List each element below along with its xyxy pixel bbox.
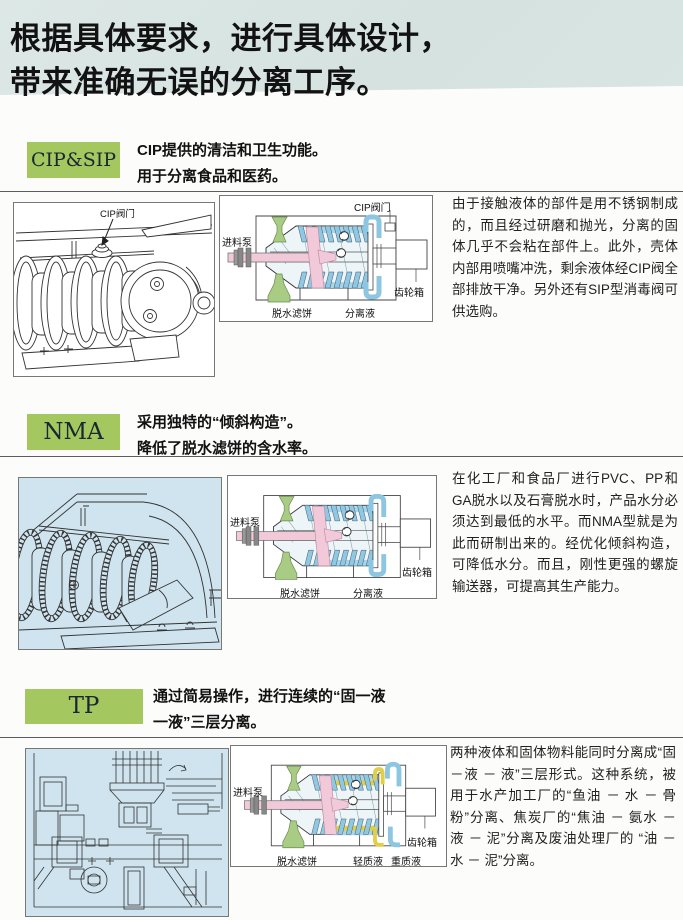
schematic-label-feed: 进料泵 bbox=[233, 788, 263, 799]
schematic-label-cip: CIP阀门 bbox=[354, 203, 391, 214]
machine-drawing-cipsip: CIP阀门 bbox=[13, 202, 215, 377]
schematic-nma: 进料泵 齿轮箱 脱水滤饼 分离液 bbox=[227, 475, 437, 600]
section-paragraph-cipsip: 由于接触液体的部件是用不锈钢制成的，而且经过研磨和抛光，分离的固体几乎不会粘在部… bbox=[452, 196, 678, 319]
section-divider bbox=[0, 191, 683, 192]
schematic-label-cake: 脱水滤饼 bbox=[277, 857, 317, 868]
schematic-cipsip: 进料泵 CIP阀门 齿轮箱 脱水滤饼 分离液 bbox=[219, 195, 433, 322]
machine-drawing-nma bbox=[18, 477, 222, 650]
schematic-label-gearbox: 齿轮箱 bbox=[394, 288, 424, 299]
schematic-label-feed: 进料泵 bbox=[230, 518, 260, 529]
schematic-label-heavy: 重质液 bbox=[391, 857, 421, 868]
machine-drawing-svg bbox=[14, 214, 214, 370]
desc-line: 用于分离食品和医药。 bbox=[137, 168, 288, 185]
machine-drawing-tp bbox=[25, 748, 229, 917]
desc-line: CIP提供的清洁和卫生功能。 bbox=[137, 142, 328, 159]
section-label-cipsip: CIP&SIP bbox=[27, 142, 120, 178]
section-label-nma: NMA bbox=[27, 414, 120, 450]
schematic-label-light: 轻质液 bbox=[353, 857, 383, 868]
section-desc-nma: 采用独特的“倾斜构造”。 降低了脱水滤饼的含水率。 bbox=[137, 410, 317, 462]
schematic-label-cake: 脱水滤饼 bbox=[272, 309, 312, 320]
section-label-tp: TP bbox=[25, 689, 143, 724]
section-desc-tp: 通过简易操作，进行连续的“固一液 一液”三层分离。 bbox=[153, 684, 386, 736]
section-divider bbox=[0, 456, 683, 457]
page-title-line2: 带来准确无误的分离工序。 bbox=[10, 65, 388, 101]
machine-callout: CIP阀门 bbox=[100, 209, 135, 220]
machine-drawing-svg bbox=[19, 493, 221, 649]
schematic-label-separated: 分离液 bbox=[345, 309, 375, 320]
schematic-label-gearbox: 齿轮箱 bbox=[407, 838, 437, 849]
schematic-svg bbox=[235, 494, 432, 580]
desc-line: 采用独特的“倾斜构造”。 bbox=[137, 414, 303, 431]
desc-line: 降低了脱水滤饼的含水率。 bbox=[137, 440, 318, 457]
schematic-svg bbox=[244, 761, 436, 849]
header-band bbox=[0, 0, 683, 95]
schematic-label-gearbox: 齿轮箱 bbox=[402, 568, 432, 579]
section-paragraph-tp: 两种液体和固体物料能同时分离成“固－液 － 液”三层形式。这种系统，被用于水产加… bbox=[450, 745, 676, 868]
schematic-label-feed: 进料泵 bbox=[222, 238, 252, 249]
schematic-svg bbox=[227, 210, 428, 303]
section-divider bbox=[0, 737, 683, 738]
section-paragraph-nma: 在化工厂和食品厂进行PVC、PP和GA脱水以及石膏脱水时，产品水分必须达到最低的… bbox=[452, 471, 678, 594]
machine-drawing-svg bbox=[33, 751, 223, 910]
desc-line: 一液”三层分离。 bbox=[153, 714, 266, 731]
schematic-tp: 进料泵 齿轮箱 脱水滤饼 轻质液 重质液 bbox=[230, 745, 447, 868]
desc-line: 通过简易操作，进行连续的“固一液 bbox=[153, 688, 386, 705]
schematic-label-separated: 分离液 bbox=[353, 589, 383, 600]
section-desc-cipsip: CIP提供的清洁和卫生功能。 用于分离食品和医药。 bbox=[137, 138, 327, 190]
schematic-label-cake: 脱水滤饼 bbox=[280, 589, 320, 600]
page-title-line1: 根据具体要求，进行具体设计， bbox=[10, 21, 451, 57]
